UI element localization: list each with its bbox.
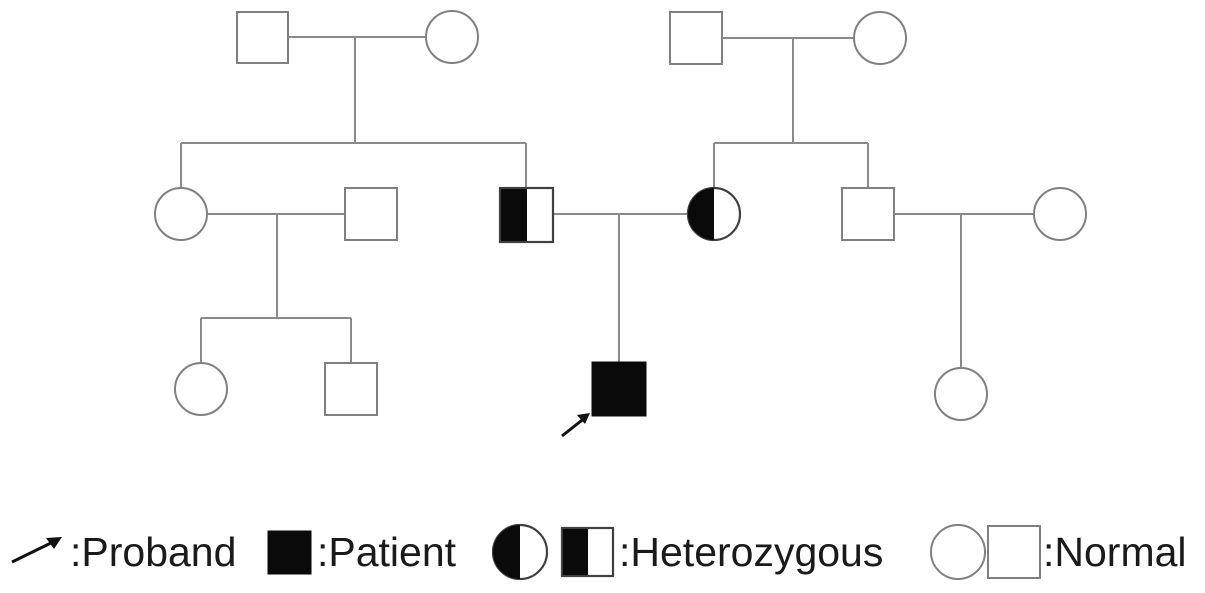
mating-line-II1-II2 — [208, 213, 345, 318]
mating-line-II3-II4 — [553, 213, 688, 363]
individual-III-1-circle — [174, 362, 228, 416]
mating-line-II5-II6 — [894, 213, 1034, 369]
legend-label-patient: :Patient — [317, 529, 457, 575]
legend-half-filled-square-icon — [560, 526, 615, 578]
mating-line-I1-I2 — [288, 36, 427, 143]
individual-II-5-square — [841, 187, 895, 241]
individual-I-2-circle — [425, 10, 479, 64]
legend-filled-square-icon — [267, 530, 312, 575]
individual-II-3-square-heterozygous — [498, 186, 555, 244]
sibship-bar-generation-III-left — [200, 317, 352, 364]
individual-III-4-circle — [934, 367, 988, 421]
individual-I-1-square — [236, 11, 289, 64]
sibship-bar-generation-II-right — [713, 142, 869, 189]
legend-label-heterozygous: :Heterozygous — [619, 529, 883, 575]
individual-III-2-square — [324, 362, 378, 416]
legend-open-square-icon — [987, 525, 1041, 579]
individual-III-3-square-patient-proband — [591, 361, 647, 417]
legend-label-normal: :Normal — [1043, 529, 1187, 575]
individual-II-1-circle — [154, 187, 208, 241]
individual-II-2-square — [344, 187, 398, 241]
legend-half-filled-circle-icon — [491, 523, 549, 581]
legend-label-proband: :Proband — [70, 529, 236, 575]
individual-I-3-square — [669, 11, 723, 65]
individual-II-4-circle-heterozygous — [686, 186, 742, 242]
sibship-bar-generation-II-left — [180, 142, 527, 189]
proband-arrow-icon — [561, 413, 590, 438]
legend-proband-arrow-icon — [11, 537, 62, 564]
individual-I-4-circle — [853, 11, 907, 65]
legend-open-circle-icon — [930, 524, 986, 580]
mating-line-I3-I4 — [722, 37, 855, 143]
individual-II-6-circle — [1033, 187, 1087, 241]
